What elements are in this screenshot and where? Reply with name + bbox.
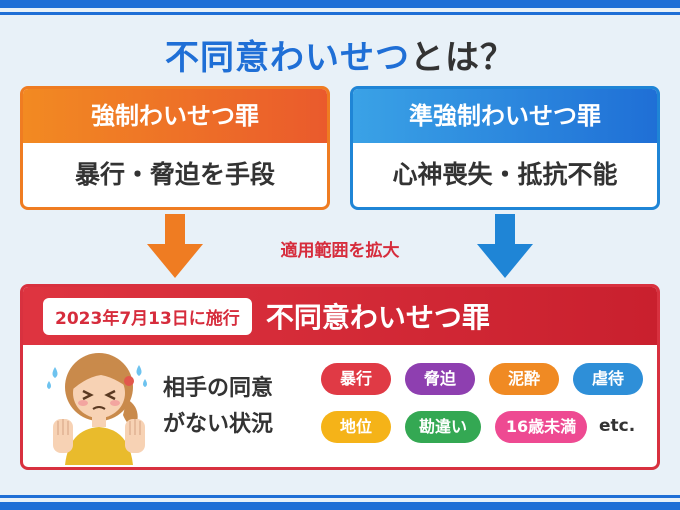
distressed-girl-illustration: [47, 353, 147, 465]
main-body: 相手の同意 がない状況 暴行 脅迫 泥酔 虐待 地位 勘違い 16歳未満 etc…: [23, 345, 657, 467]
arrow-down-icon-right: [477, 214, 533, 278]
expansion-label: 適用範囲を拡大: [280, 241, 400, 261]
tag-intimidation: 脅迫: [405, 363, 475, 395]
forced-indecency-box: 強制わいせつ罪 暴行・脅迫を手段: [20, 86, 330, 210]
condition-line-2: がない状況: [163, 412, 274, 437]
forced-indecency-body: 暴行・脅迫を手段: [74, 160, 275, 189]
condition-text: 相手の同意 がない状況: [163, 371, 303, 443]
quasi-forced-indecency-body: 心神喪失・抵抗不能: [392, 160, 618, 189]
top-stripe-thin: [0, 12, 680, 15]
condition-line-1: 相手の同意: [163, 376, 274, 401]
tag-misunderstanding: 勘違い: [405, 411, 481, 443]
quasi-forced-indecency-box: 準強制わいせつ罪 心神喪失・抵抗不能: [350, 86, 660, 210]
effective-date-badge: 2023年7月13日に施行: [43, 297, 252, 335]
main-header: 2023年7月13日に施行 不同意わいせつ罪: [23, 287, 657, 345]
forced-indecency-header: 強制わいせつ罪: [23, 89, 327, 143]
bottom-stripe-thick: [0, 502, 680, 510]
top-stripe-thick: [0, 0, 680, 8]
tag-under-16: 16歳未満: [495, 411, 587, 443]
title-highlight: 不同意わいせつ: [165, 38, 410, 78]
bottom-stripe-thin: [0, 495, 680, 498]
title-rest: とは？: [410, 38, 515, 78]
tag-position: 地位: [321, 411, 391, 443]
tag-abuse: 虐待: [573, 363, 643, 395]
crime-name: 不同意わいせつ罪: [265, 301, 490, 334]
quasi-forced-indecency-header: 準強制わいせつ罪: [353, 89, 657, 143]
tag-violence: 暴行: [321, 363, 391, 395]
tag-intoxication: 泥酔: [489, 363, 559, 395]
arrow-down-icon-left: [147, 214, 203, 278]
etc-text: etc.: [599, 416, 636, 436]
page-title: 不同意わいせつとは？: [0, 30, 680, 79]
non-consensual-indecency-box: 2023年7月13日に施行 不同意わいせつ罪: [20, 284, 660, 470]
